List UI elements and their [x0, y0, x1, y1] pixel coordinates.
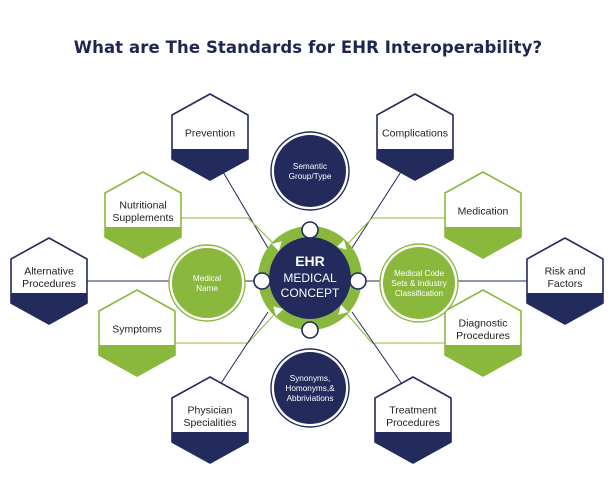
- hexagon-label: Treatment: [389, 404, 437, 416]
- hexagon-base-band: [105, 227, 181, 258]
- hexagon-base-band: [527, 293, 603, 324]
- inner-circle-label: Group/Type: [289, 172, 332, 181]
- hexagon-base-band: [445, 345, 521, 376]
- inner-circle-label: Sets & Industry: [391, 279, 447, 288]
- hexagon-outline: [10, 237, 88, 325]
- hexagon-base-band: [99, 345, 175, 376]
- inner-circle-fill: [274, 135, 346, 207]
- inner-circle-label: Synonyms,: [290, 374, 331, 383]
- hexagon-label: Procedures: [456, 330, 510, 342]
- ring-node-dot: [253, 272, 271, 290]
- hexagon-label: Diagnostic: [458, 317, 507, 329]
- hexagon-outline: [376, 93, 454, 181]
- medication-hex[interactable]: Medication: [443, 171, 523, 270]
- hexagon-outline: [171, 376, 249, 464]
- hexagon-outline: [98, 289, 176, 377]
- concept-core: [269, 237, 351, 319]
- ring-arrow-icon: [271, 241, 282, 252]
- hexagon-base-band: [11, 293, 87, 324]
- hexagon-label: Supplements: [112, 212, 173, 224]
- hexagon-label: Factors: [547, 278, 582, 290]
- hexagon-label: Complications: [382, 128, 448, 140]
- ring-arrow-icon: [336, 239, 347, 250]
- hexagon-base-band: [172, 149, 248, 180]
- inner-circle-fill: [274, 352, 346, 424]
- hexagon-label: Medication: [458, 206, 509, 218]
- center-label-line3: CONCEPT: [281, 286, 340, 300]
- inner-circle-fill: [383, 247, 455, 319]
- hexagon-outline: [444, 171, 522, 259]
- ring-node-dot: [301, 321, 319, 339]
- hexagon-outline: [526, 237, 604, 325]
- hexagon-base-band: [377, 149, 453, 180]
- inner-circle-label: Abbriviations: [287, 394, 334, 403]
- hexagon-base-band: [375, 432, 451, 463]
- inner-circle-label: Name: [196, 284, 218, 293]
- hexagon-outline: [171, 93, 249, 181]
- hexagon-label: Specialities: [183, 417, 236, 429]
- center-label-line1: EHR: [295, 253, 325, 269]
- ring-node-dot: [349, 272, 367, 290]
- hexagon-base-band: [172, 432, 248, 463]
- inner-circle-fill: [172, 248, 242, 318]
- hexagon-label: Symptoms: [112, 324, 162, 336]
- hexagon-outline: [104, 171, 182, 259]
- hexagon-outline: [374, 376, 452, 464]
- inner-circle-label: Semantic: [293, 162, 327, 171]
- ring-arrow-icon: [338, 304, 349, 315]
- ring-arrow-icon: [273, 306, 284, 317]
- synonyms-node[interactable]: Synonyms,Homonyms,&Abbriviations: [270, 348, 350, 428]
- inner-circle-label: Homonyms,&: [285, 384, 335, 393]
- hexagon-label: Procedures: [22, 278, 76, 290]
- inner-circle-label: Medical Code: [394, 269, 445, 278]
- hexagon-label: Nutritional: [119, 199, 166, 211]
- inner-circle-label: Medical: [193, 274, 221, 283]
- hexagon-label: Alternative: [24, 265, 74, 277]
- center-label-line2: MEDICAL: [283, 271, 337, 285]
- hexagon-label: Prevention: [185, 128, 235, 140]
- hexagon-label: Procedures: [386, 417, 440, 429]
- hexagon-label: Risk and: [545, 265, 586, 277]
- symptoms-hex[interactable]: Symptoms: [97, 289, 177, 388]
- hexagon-base-band: [445, 227, 521, 258]
- complications-hex[interactable]: Complications: [375, 93, 455, 192]
- prevention-hex[interactable]: Prevention: [170, 93, 250, 192]
- ring-node-dot: [301, 221, 319, 239]
- inner-circle-label: Classification: [395, 289, 444, 298]
- hexagon-label: Physician: [188, 404, 233, 416]
- page-title: What are The Standards for EHR Interoper…: [73, 38, 543, 57]
